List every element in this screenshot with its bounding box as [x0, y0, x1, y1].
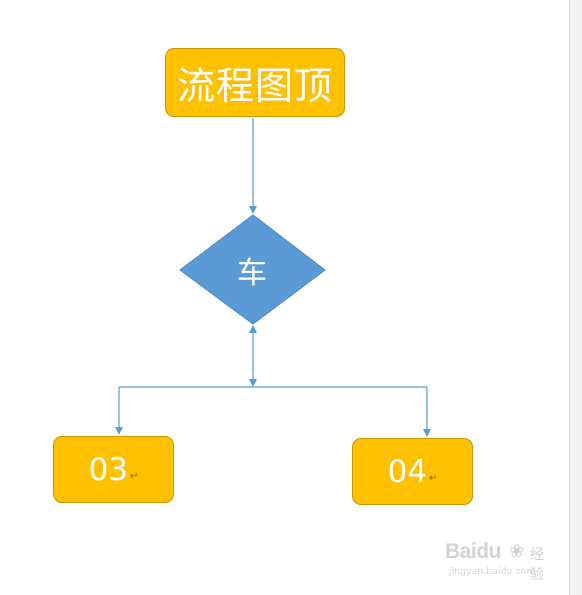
page-edge-divider [569, 0, 570, 595]
paragraph-mark-icon: ↵ [130, 471, 139, 482]
decision-node-label: 车 [237, 256, 267, 291]
branch-node-03[interactable]: 03 ↵ [53, 436, 174, 503]
branch-arrow-up [249, 379, 257, 387]
decision-diamond [179, 214, 326, 325]
branch-node-04[interactable]: 04 ↵ [352, 438, 473, 505]
decision-node-label-wrap[interactable]: 车 [220, 248, 284, 292]
top-node-label: 流程图顶 [176, 64, 333, 108]
branch-node-04-label: 04 [387, 453, 428, 490]
top-node[interactable]: 流程图顶 [165, 48, 345, 117]
watermark-brand: Baidu [445, 540, 501, 563]
page-edge-strip [570, 0, 582, 595]
branch-node-03-label: 03 [88, 451, 129, 488]
watermark-suffix: 经验 [530, 547, 544, 583]
paragraph-mark-icon: ↵ [429, 473, 438, 484]
watermark: Baidu ❀ 经验 jingyan.baidu.com [445, 540, 557, 584]
watermark-url: jingyan.baidu.com [449, 567, 536, 577]
paw-icon: ❀ [509, 541, 525, 562]
